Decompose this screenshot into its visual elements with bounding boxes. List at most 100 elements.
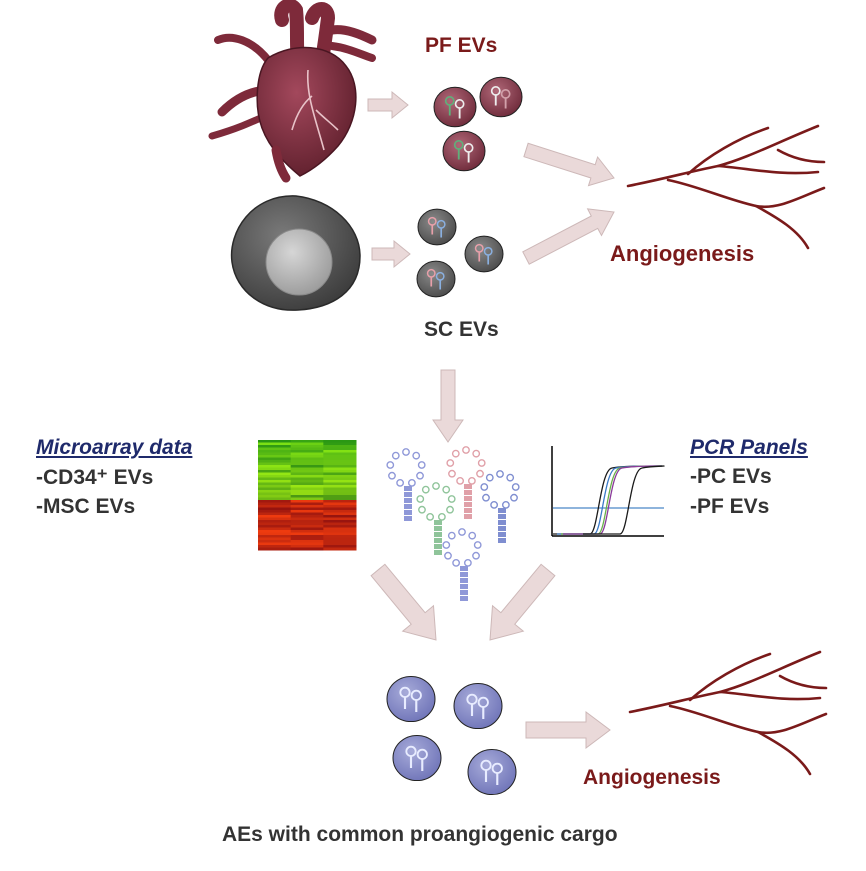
- mirna-pin-loop: [490, 86, 501, 96]
- sc-ev-2: [464, 235, 504, 273]
- heatmap-cell: [290, 517, 324, 521]
- hairpin-nucleotide: [447, 495, 456, 503]
- heatmap-cell: [323, 465, 357, 468]
- ae-ev-3: [392, 734, 442, 782]
- heatmap-cell: [258, 500, 292, 503]
- vessel-branch: [666, 178, 826, 209]
- heatmap-cell: [323, 477, 357, 481]
- heatmap-cell: [323, 510, 357, 513]
- heatmap-cell: [323, 530, 357, 533]
- hairpin-nucleotide: [496, 470, 504, 478]
- heatmap-cell: [323, 505, 357, 508]
- heatmap-cell: [258, 497, 292, 501]
- heatmap-cell: [258, 490, 292, 493]
- heatmap-cell: [258, 530, 292, 533]
- hairpin-nucleotide: [506, 473, 515, 482]
- vessel-branch: [776, 148, 826, 164]
- hairpin-nucleotide: [447, 531, 456, 540]
- heatmap-cell: [323, 452, 357, 456]
- heatmap-cell: [290, 445, 324, 448]
- blood-vessel-icon-bottom: [628, 650, 828, 776]
- hairpin-nucleotide: [444, 551, 452, 560]
- heatmap-cell: [323, 495, 357, 498]
- heatmap-cell: [258, 547, 292, 551]
- hairpin-stem-base: [460, 572, 468, 577]
- vessel-branch: [754, 204, 810, 250]
- heatmap-cell: [258, 447, 292, 451]
- angiogenesis-top-label: Angiogenesis: [610, 241, 755, 266]
- heatmap-cell: [290, 515, 324, 518]
- arrow-sc-evs-to-angiogenesis: [522, 208, 615, 265]
- heatmap-cell: [290, 512, 324, 516]
- pf-evs-label: PF EVs: [425, 34, 498, 57]
- heatmap-cell: [258, 515, 292, 518]
- mirna-pin-loop: [474, 243, 484, 253]
- heatmap-cell: [258, 507, 292, 511]
- hairpin-stem-base: [434, 526, 442, 531]
- heatmap-cell: [258, 480, 292, 483]
- heatmap-cell: [290, 455, 324, 458]
- heatmap-cell: [290, 475, 324, 478]
- mirna-pin-loop: [463, 143, 474, 153]
- heatmap-cell: [290, 542, 324, 546]
- mirna-pin-loop: [427, 216, 437, 226]
- heatmap-cell: [258, 512, 292, 516]
- mirna-pin-loop: [444, 96, 455, 106]
- heatmap-cell: [258, 520, 292, 523]
- heart-vessel: [305, 2, 336, 67]
- heatmap-cell: [323, 502, 357, 506]
- pf-ev-2-membrane: [479, 76, 523, 118]
- hairpin-stem-base: [460, 584, 468, 589]
- heatmap-cell: [290, 472, 324, 476]
- hairpin-stem-base: [464, 496, 472, 501]
- heatmap-cell: [323, 487, 357, 491]
- heatmap-cell: [323, 515, 357, 518]
- arrow-cell-to-sc-evs: [371, 239, 411, 269]
- arrow-pf-evs-to-angiogenesis: [523, 142, 615, 187]
- heatmap-cell: [323, 447, 357, 451]
- heatmap-cell: [323, 467, 357, 471]
- hairpin-stem-base: [464, 508, 472, 513]
- heatmap-cell: [290, 500, 324, 503]
- hairpin-nucleotide: [473, 541, 482, 549]
- hairpin-nucleotide: [490, 500, 499, 509]
- hairpin-nucleotide: [442, 541, 451, 549]
- heatmap-cell: [290, 532, 324, 536]
- heatmap-cell: [290, 460, 324, 463]
- heatmap-cell: [258, 475, 292, 478]
- hairpin-stem-base: [434, 538, 442, 543]
- coronary-artery: [291, 69, 339, 151]
- vessel-branch: [686, 126, 770, 176]
- hairpin-nucleotide: [417, 461, 426, 469]
- heatmap-cell: [323, 517, 357, 521]
- heatmap-cell: [258, 462, 292, 466]
- heatmap-cell: [323, 507, 357, 511]
- heatmap-cell: [323, 542, 357, 546]
- stem-cell-icon: [230, 195, 361, 311]
- hairpin-nucleotide: [448, 469, 456, 478]
- heatmap-cell: [258, 460, 292, 463]
- heatmap-cell: [258, 450, 292, 453]
- hairpin-nucleotide: [501, 500, 510, 509]
- ae-ev-2-membrane: [453, 682, 503, 730]
- hairpin-stem-base: [498, 532, 506, 537]
- heatmap-cell: [323, 532, 357, 536]
- mirna-pin-loop: [480, 759, 492, 771]
- hairpin-nucleotide: [510, 493, 518, 502]
- heatmap-cell: [258, 527, 292, 531]
- heatmap-cell: [258, 487, 292, 491]
- hairpin-stem-base: [404, 486, 412, 491]
- pf-ev-1: [433, 86, 477, 128]
- hairpin-nucleotide: [452, 558, 461, 567]
- heatmap-cell: [290, 450, 324, 453]
- heatmap-cell: [258, 467, 292, 471]
- arrow-microarray-to-aes: [370, 563, 437, 641]
- hairpin-stem-base: [460, 590, 468, 595]
- heatmap-cell: [290, 457, 324, 461]
- heatmap-cell: [290, 525, 324, 528]
- microarray-item-cd34: -CD34⁺ EVs: [36, 466, 154, 489]
- hairpin-nucleotide: [412, 451, 421, 460]
- heatmap-cell: [290, 487, 324, 491]
- mirna-pin-loop: [436, 219, 446, 229]
- heatmap-cell: [290, 452, 324, 456]
